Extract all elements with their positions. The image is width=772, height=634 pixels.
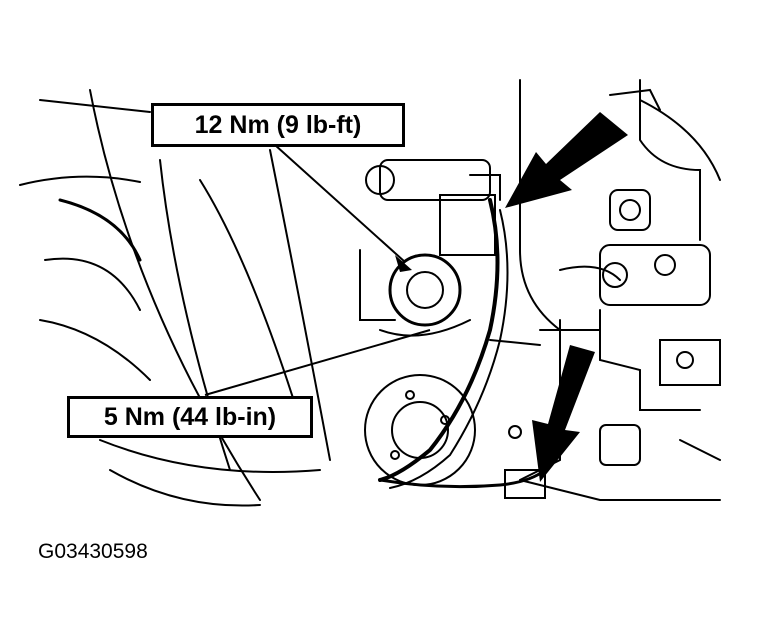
- arrow-pointer-upper: [505, 112, 628, 208]
- torque-label-lower: 5 Nm (44 lb-in): [103, 402, 277, 431]
- torque-label-upper: 12 Nm (9 lb-ft): [194, 110, 362, 139]
- torque-callout-upper: 12 Nm (9 lb-ft): [151, 103, 405, 147]
- figure-id: G03430598: [38, 540, 148, 563]
- torque-callout-lower: 5 Nm (44 lb-in): [67, 396, 313, 438]
- arrow-pointer-lower: [532, 345, 595, 482]
